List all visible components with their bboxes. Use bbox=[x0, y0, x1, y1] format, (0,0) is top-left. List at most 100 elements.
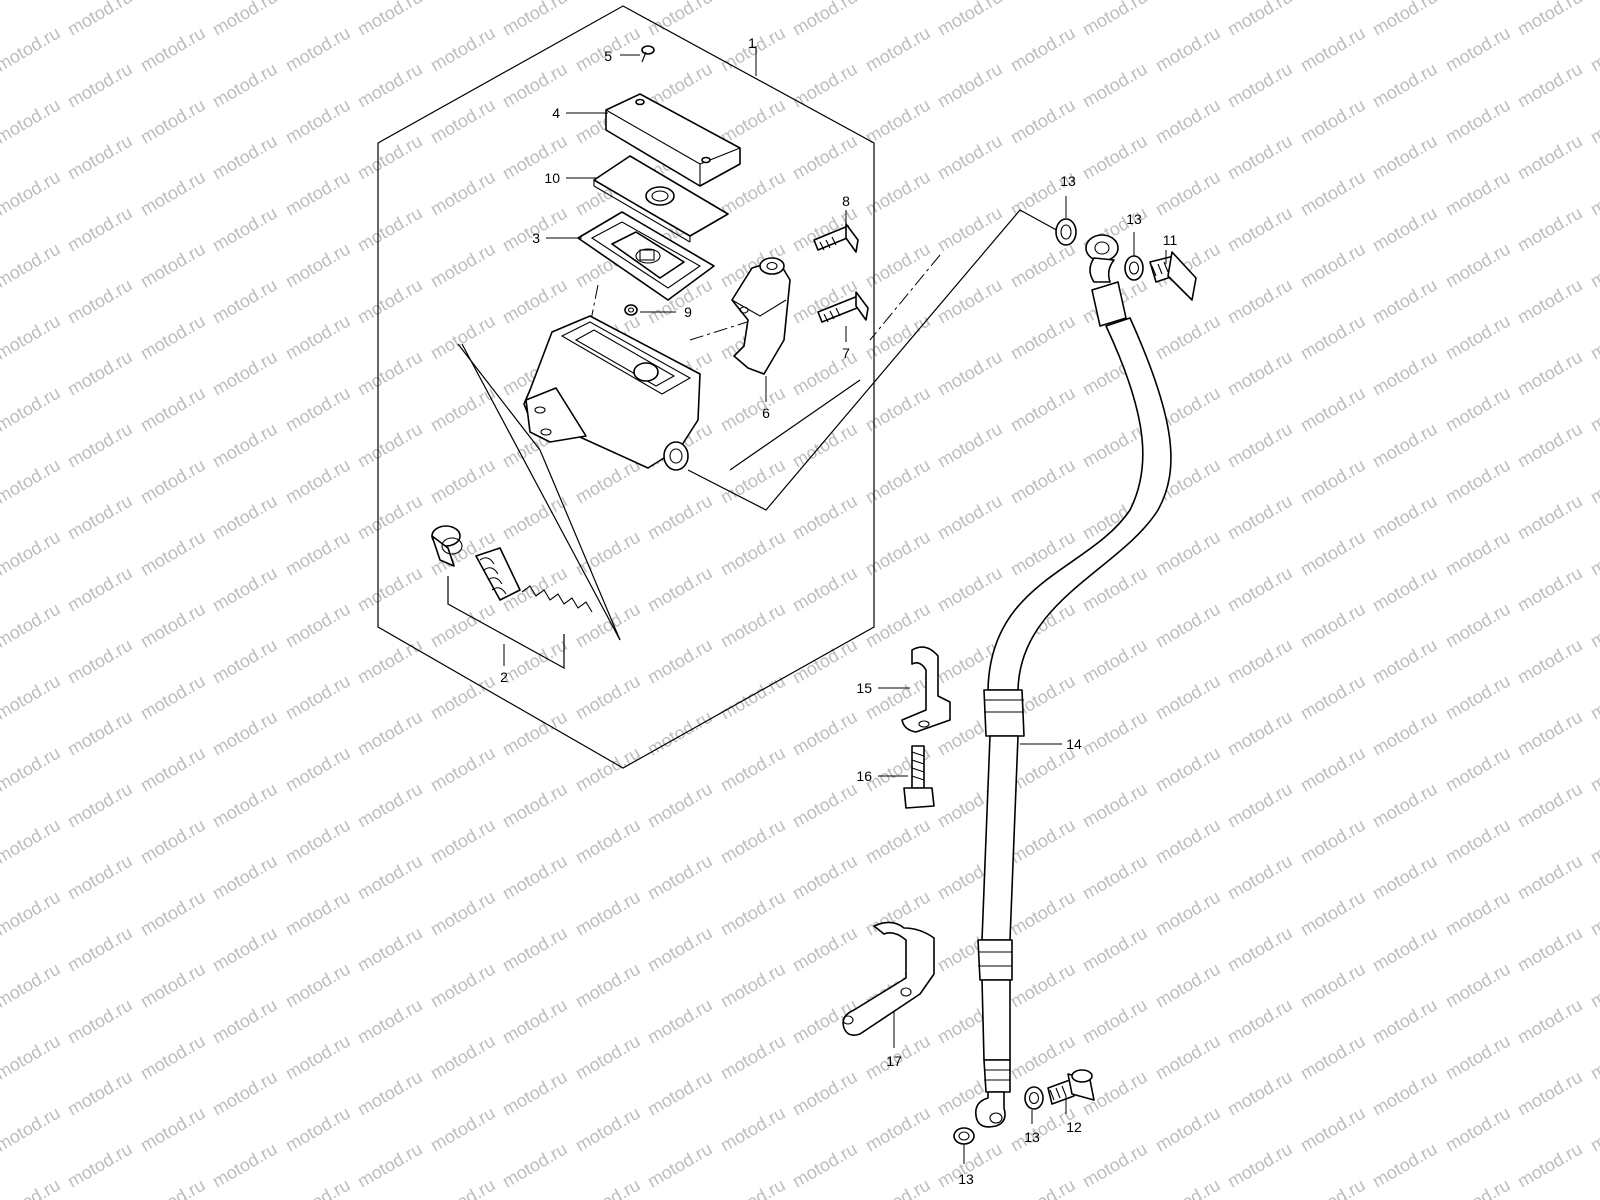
watermark-text: motod.ru bbox=[789, 707, 861, 760]
watermark-text: motod.ru bbox=[717, 527, 789, 580]
watermark-text: motod.ru bbox=[572, 1103, 644, 1156]
leader-lines bbox=[503, 46, 1167, 1164]
watermark-text: motod.ru bbox=[1152, 23, 1224, 76]
watermark-text: motod.ru bbox=[64, 707, 136, 760]
watermark-text: motod.ru bbox=[1369, 491, 1441, 544]
watermark-text: motod.ru bbox=[1224, 995, 1296, 1048]
callout-1: 1 bbox=[748, 35, 756, 51]
watermark-text: motod.ru bbox=[789, 0, 861, 39]
watermark-text: motod.ru bbox=[209, 707, 281, 760]
watermark-text: motod.ru bbox=[1224, 635, 1296, 688]
watermark-text: motod.ru bbox=[137, 455, 209, 508]
watermark-text: motod.ru bbox=[717, 671, 789, 724]
watermark-text: motod.ru bbox=[1442, 887, 1514, 940]
watermark-text: motod.ru bbox=[1587, 815, 1600, 868]
watermark-text: motod.ru bbox=[1079, 635, 1151, 688]
watermark-text: motod.ru bbox=[1514, 0, 1586, 39]
watermark-text: motod.ru bbox=[209, 0, 281, 39]
watermark-text: motod.ru bbox=[1079, 851, 1151, 904]
watermark-text: motod.ru bbox=[137, 383, 209, 436]
part-3-diaphragm bbox=[577, 211, 715, 301]
watermark-text: motod.ru bbox=[934, 203, 1006, 256]
watermark-text: motod.ru bbox=[137, 23, 209, 76]
watermark-text: motod.ru bbox=[1514, 635, 1586, 688]
watermark-text: motod.ru bbox=[427, 599, 499, 652]
watermark-text: motod.ru bbox=[717, 887, 789, 940]
watermark-text: motod.ru bbox=[427, 239, 499, 292]
watermark-text: motod.ru bbox=[862, 1175, 934, 1200]
callout-6: 6 bbox=[762, 405, 770, 421]
watermark-text: motod.ru bbox=[1297, 95, 1369, 148]
watermark-text: motod.ru bbox=[1442, 671, 1514, 724]
watermark-text: motod.ru bbox=[1152, 0, 1224, 3]
watermark-text: motod.ru bbox=[1514, 59, 1586, 112]
watermark-text: motod.ru bbox=[789, 851, 861, 904]
watermark-text: motod.ru bbox=[1514, 1139, 1586, 1192]
watermark-text: motod.ru bbox=[209, 419, 281, 472]
watermark-text: motod.ru bbox=[1297, 815, 1369, 868]
watermark-text: motod.ru bbox=[644, 851, 716, 904]
watermark-text: motod.ru bbox=[499, 707, 571, 760]
watermark-text: motod.ru bbox=[282, 1175, 354, 1200]
watermark-text: motod.ru bbox=[1297, 167, 1369, 220]
watermark-text: motod.ru bbox=[1587, 167, 1600, 220]
watermark-text: motod.ru bbox=[1224, 0, 1296, 39]
watermark-text: motod.ru bbox=[1514, 131, 1586, 184]
watermark-text: motod.ru bbox=[1369, 707, 1441, 760]
watermark-text: motod.ru bbox=[499, 1139, 571, 1192]
watermark-text: motod.ru bbox=[427, 959, 499, 1012]
watermark-text: motod.ru bbox=[137, 959, 209, 1012]
watermark-text: motod.ru bbox=[572, 1031, 644, 1084]
watermark-text: motod.ru bbox=[1297, 239, 1369, 292]
watermark-text: motod.ru bbox=[1297, 23, 1369, 76]
watermark-text: motod.ru bbox=[64, 491, 136, 544]
watermark-text: motod.ru bbox=[1369, 923, 1441, 976]
watermark-text: motod.ru bbox=[1442, 23, 1514, 76]
watermark-text: motod.ru bbox=[499, 851, 571, 904]
watermark-text: motod.ru bbox=[0, 1175, 64, 1200]
watermark-text: motod.ru bbox=[0, 383, 64, 436]
watermark-text: motod.ru bbox=[644, 707, 716, 760]
part-5-screw bbox=[641, 45, 655, 63]
watermark-text: motod.ru bbox=[644, 563, 716, 616]
watermark-text: motod.ru bbox=[1587, 0, 1600, 3]
watermark-text: motod.ru bbox=[934, 59, 1006, 112]
watermark-text: motod.ru bbox=[137, 887, 209, 940]
watermark-text: motod.ru bbox=[1587, 455, 1600, 508]
callout-17: 17 bbox=[886, 1053, 902, 1069]
watermark-text: motod.ru bbox=[282, 671, 354, 724]
watermark-text: motod.ru bbox=[1297, 671, 1369, 724]
watermark-text: motod.ru bbox=[1587, 23, 1600, 76]
callout-7: 7 bbox=[842, 345, 850, 361]
watermark-text: motod.ru bbox=[0, 0, 64, 3]
watermark-text: motod.ru bbox=[0, 1031, 64, 1084]
watermark-text: motod.ru bbox=[282, 815, 354, 868]
watermark-text: motod.ru bbox=[1442, 167, 1514, 220]
part-13-washer-top bbox=[1055, 218, 1077, 246]
watermark-text: motod.ru bbox=[789, 779, 861, 832]
watermark-text: motod.ru bbox=[354, 491, 426, 544]
watermark-text: motod.ru bbox=[137, 167, 209, 220]
watermark-text: motod.ru bbox=[1442, 1175, 1514, 1200]
watermark-text: motod.ru bbox=[1152, 95, 1224, 148]
watermark-text: motod.ru bbox=[499, 635, 571, 688]
watermark-text: motod.ru bbox=[572, 455, 644, 508]
watermark-text: motod.ru bbox=[644, 779, 716, 832]
watermark-text: motod.ru bbox=[789, 1067, 861, 1120]
watermark-text: motod.ru bbox=[1587, 887, 1600, 940]
watermark-text: motod.ru bbox=[1224, 923, 1296, 976]
watermark-text: motod.ru bbox=[644, 1139, 716, 1192]
callout-15: 15 bbox=[856, 680, 872, 696]
watermark-text: motod.ru bbox=[1152, 671, 1224, 724]
watermark-text: motod.ru bbox=[1369, 203, 1441, 256]
watermark-text: motod.ru bbox=[0, 671, 64, 724]
watermark-text: motod.ru bbox=[354, 419, 426, 472]
watermark-text: motod.ru bbox=[1369, 779, 1441, 832]
watermark-text: motod.ru bbox=[499, 0, 571, 39]
watermark-text: motod.ru bbox=[0, 311, 64, 364]
watermark-text: motod.ru bbox=[934, 131, 1006, 184]
watermark-text: motod.ru bbox=[862, 1103, 934, 1156]
watermark-text: motod.ru bbox=[1079, 131, 1151, 184]
watermark-text: motod.ru bbox=[1442, 743, 1514, 796]
